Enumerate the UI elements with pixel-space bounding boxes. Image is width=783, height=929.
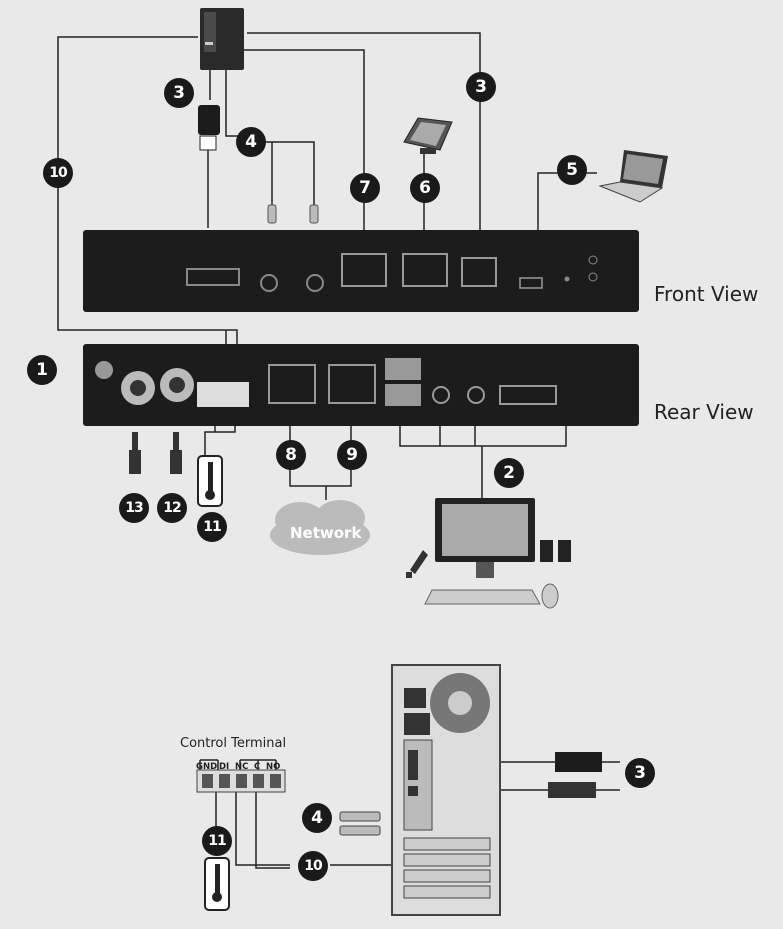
thermometer-icon bbox=[197, 455, 223, 507]
front-panel bbox=[83, 230, 639, 312]
displayport-plug-icon bbox=[555, 752, 602, 772]
audio-plug-icon bbox=[267, 204, 319, 224]
thermometer-icon bbox=[204, 857, 230, 911]
network-label: Network bbox=[290, 524, 362, 542]
displayport-plug-icon bbox=[198, 105, 220, 151]
pc-tower-rear-icon bbox=[391, 664, 501, 916]
callout-badge: 9 bbox=[337, 440, 367, 470]
callout-badge: 1 bbox=[27, 355, 57, 385]
front-view-label: Front View bbox=[654, 282, 759, 306]
callout-badge: 10 bbox=[43, 158, 73, 188]
callout-badge: 3 bbox=[164, 78, 194, 108]
callout-badge: 2 bbox=[494, 458, 524, 488]
audio-plug-icon bbox=[339, 811, 381, 836]
mouse-icon bbox=[541, 583, 559, 609]
callout-badge: 4 bbox=[236, 127, 266, 157]
callout-badge: 6 bbox=[410, 173, 440, 203]
callout-badge: 7 bbox=[350, 173, 380, 203]
callout-badge: 5 bbox=[557, 155, 587, 185]
keyboard-icon bbox=[424, 589, 541, 605]
pc-tower-icon bbox=[200, 8, 244, 70]
terminal-pin-label: NO bbox=[266, 762, 281, 772]
sensor-plug-icon bbox=[129, 432, 182, 474]
callout-badge: 11 bbox=[202, 826, 232, 856]
terminal-pin-label: C bbox=[254, 762, 261, 772]
callout-badge: 3 bbox=[625, 758, 655, 788]
microphone-icon bbox=[406, 550, 428, 578]
control-terminal bbox=[196, 769, 286, 793]
rear-panel bbox=[83, 344, 639, 426]
control-terminal-label: Control Terminal bbox=[180, 736, 287, 751]
rear-view-label: Rear View bbox=[654, 400, 754, 424]
usb-plug-icon bbox=[548, 782, 596, 798]
touch-panel-icon bbox=[403, 117, 453, 154]
monitor-icon bbox=[435, 498, 535, 578]
network-cloud-icon bbox=[270, 500, 370, 555]
callout-badge: 13 bbox=[119, 493, 149, 523]
speakers-icon bbox=[540, 540, 571, 562]
callout-badge: 12 bbox=[157, 493, 187, 523]
callout-badge: 8 bbox=[276, 440, 306, 470]
callout-badge: 4 bbox=[302, 803, 332, 833]
terminal-pin-label: NC bbox=[235, 762, 249, 772]
callout-badge: 10 bbox=[298, 851, 328, 881]
callout-badge: 11 bbox=[197, 512, 227, 542]
terminal-pin-label: GND bbox=[196, 762, 218, 772]
callout-badge: 3 bbox=[466, 72, 496, 102]
laptop-icon bbox=[598, 150, 668, 203]
terminal-pin-label: DI bbox=[219, 762, 230, 772]
